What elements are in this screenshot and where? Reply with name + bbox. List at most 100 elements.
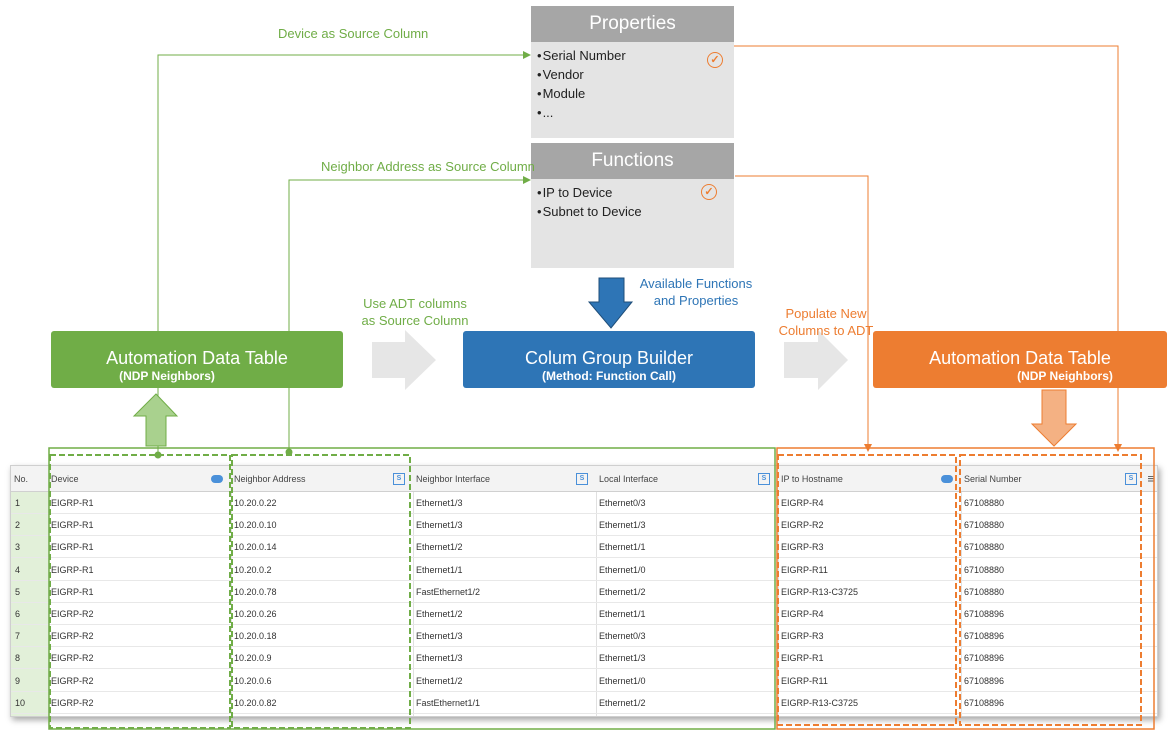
table-cell: 10.20.0.26 [234,609,277,619]
table-cell: 10.20.0.9 [234,653,272,664]
builder-sub: (Method: Function Call) [542,369,676,383]
table-cell: 10.20.0.6 [234,675,272,686]
table-cell: 10.20.0.82 [234,697,277,708]
table-cell: EIGRP-R13-C3725 [781,586,859,597]
table-cell: 67108896 [964,675,1005,686]
table-cell: 3 [15,542,21,553]
col-header-label: Serial Number [964,474,1022,484]
table-cell: 10 [15,697,26,708]
property-item: Vendor [537,65,734,84]
grey-arrow-left [372,330,436,390]
table-cell: EIGRP-R2 [51,697,94,708]
property-item: Serial Number [537,46,734,65]
table-cell: 10.20.0.18 [234,631,277,642]
table-cell: 67108880 [964,564,1005,575]
properties-list: Serial Number Vendor Module ... [531,42,734,122]
available-line1: Available Functions [639,276,753,291]
table-cell: 67108880 [964,498,1005,508]
script-icon: S [393,473,405,485]
table-cell: Ethernet1/2 [416,675,463,686]
table-cell: 67108880 [964,542,1005,553]
table-cell: Ethernet0/3 [599,631,646,642]
table-cell: EIGRP-R2 [781,520,824,531]
right-adt-title: Automation Data Table [929,348,1111,368]
table-cell: Ethernet1/3 [416,653,463,664]
col-header-device[interactable]: Device [48,466,231,492]
col-header-label: Local Interface [599,474,659,484]
table-cell: Ethernet1/1 [599,542,646,553]
table-cell: Ethernet1/2 [416,609,463,619]
orange-down-arrow [1030,389,1078,447]
properties-panel: Properties Serial Number Vendor Module .… [531,6,734,138]
col-header-local-interface[interactable]: Local Interface S [596,466,778,492]
table-cell: 67108896 [964,609,1005,619]
table-cell: Ethernet1/3 [599,520,646,531]
function-item: IP to Device [537,183,734,202]
row-number-column [11,492,48,716]
table-cell: 4 [15,564,21,575]
col-header-label: Neighbor Address [234,474,306,484]
col-header-no[interactable]: No. [11,466,48,492]
col-header-neighbor-interface[interactable]: Neighbor Interface S [413,466,596,492]
table-cell: 10.20.0.2 [234,564,272,575]
left-adt-title: Automation Data Table [106,348,288,368]
populate-line1: Populate New [785,306,867,321]
table-cell: 10.20.0.22 [234,498,277,508]
table-cell: 67108896 [964,631,1005,642]
table-cell: EIGRP-R3 [781,631,824,642]
use-adt-line2: as Source Column [361,313,469,328]
properties-title: Properties [531,6,734,42]
col-header-label: IP to Hostname [781,474,843,484]
table-cell: 6 [15,609,21,619]
col-header-label: Neighbor Interface [416,474,491,484]
table-cell: 10.20.0.10 [234,520,277,531]
neighbor-source-label: Neighbor Address as Source Column [321,159,535,174]
col-header-ip-to-hostname[interactable]: IP to Hostname [778,466,961,492]
table-cell: Ethernet1/2 [599,697,646,708]
table-cell: Ethernet1/3 [416,631,463,642]
script-icon: S [576,473,588,485]
table-cell: EIGRP-R1 [51,542,94,553]
table-cell: EIGRP-R11 [781,675,828,686]
table-cell: 67108896 [964,653,1005,664]
table-cell: EIGRP-R4 [781,498,824,508]
available-label: Available Functions and Properties [634,275,758,309]
script-icon: S [758,473,770,485]
table-cell: 67108880 [964,520,1005,531]
table-cell: 9 [15,675,21,686]
table-cell: Ethernet1/1 [416,564,463,575]
table-cell: Ethernet1/3 [599,653,646,664]
table-cell: EIGRP-R11 [781,564,828,575]
table-cell: EIGRP-R2 [51,609,94,619]
table-cell: 5 [15,586,21,597]
use-adt-label: Use ADT columns as Source Column [352,295,478,329]
property-item: Module [537,84,734,103]
menu-icon[interactable]: ≡ [1147,471,1155,486]
builder-title: Colum Group Builder [524,348,694,368]
table-cell: 1 [15,498,21,508]
functions-list: IP to Device Subnet to Device [531,179,734,221]
available-line2: and Properties [653,293,739,308]
populate-label: Populate New Columns to ADT [776,305,876,339]
table-cell: EIGRP-R1 [51,564,94,575]
right-adt-sub: (NDP Neighbors) [1017,369,1113,383]
table-cell: Ethernet1/3 [416,520,463,531]
table-cell: EIGRP-R4 [781,609,824,619]
col-header-neighbor-address[interactable]: Neighbor Address S [231,466,413,492]
table-cell: 67108896 [964,697,1005,708]
table-cell: EIGRP-R3 [781,542,824,553]
cloud-icon [211,475,223,483]
cloud-icon [941,475,953,483]
functions-title: Functions [531,143,734,179]
